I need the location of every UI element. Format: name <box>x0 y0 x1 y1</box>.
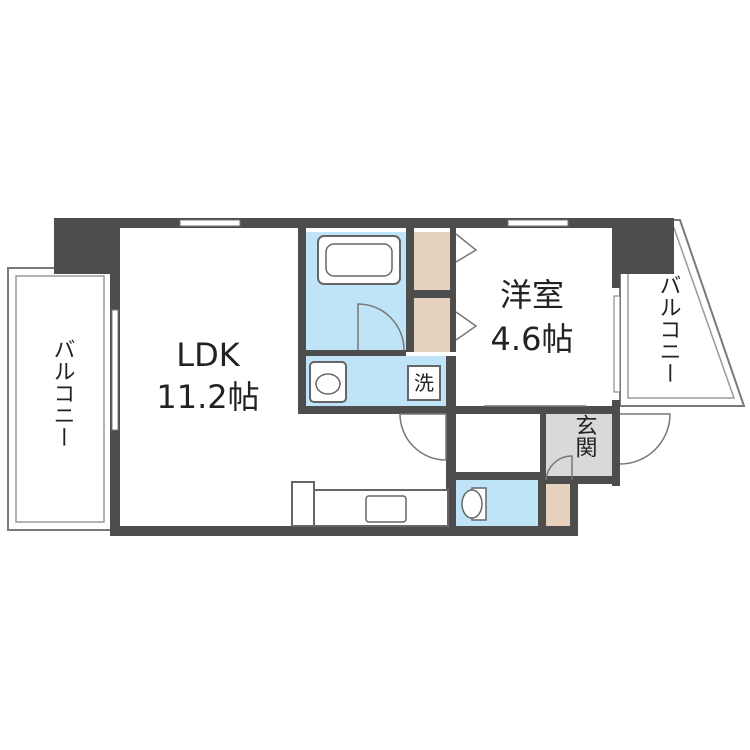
balcony-left-label: バルコニー <box>50 338 75 448</box>
storage-closet-mid <box>414 298 450 352</box>
storage-closet-top <box>414 232 450 290</box>
ldk-name: LDK <box>176 336 240 374</box>
doors <box>357 233 671 481</box>
washbasin <box>309 361 347 403</box>
kitchen-sink <box>365 495 407 523</box>
toilet <box>461 487 487 521</box>
balcony-right-label: バルコニー <box>656 274 681 384</box>
storage-closet-entrance <box>546 480 570 530</box>
entrance-label: 玄関 <box>572 414 597 458</box>
western-room-size: 4.6帖 <box>491 320 574 358</box>
bathtub <box>317 235 401 285</box>
ldk-size: 11.2帖 <box>156 378 259 416</box>
entrance-floor <box>545 414 620 480</box>
washing-machine-spot <box>407 365 441 401</box>
western-room-name: 洋室 <box>500 276 564 314</box>
windows <box>111 219 621 431</box>
balcony-left <box>7 267 113 531</box>
washroom-label: 洗 <box>414 371 434 395</box>
